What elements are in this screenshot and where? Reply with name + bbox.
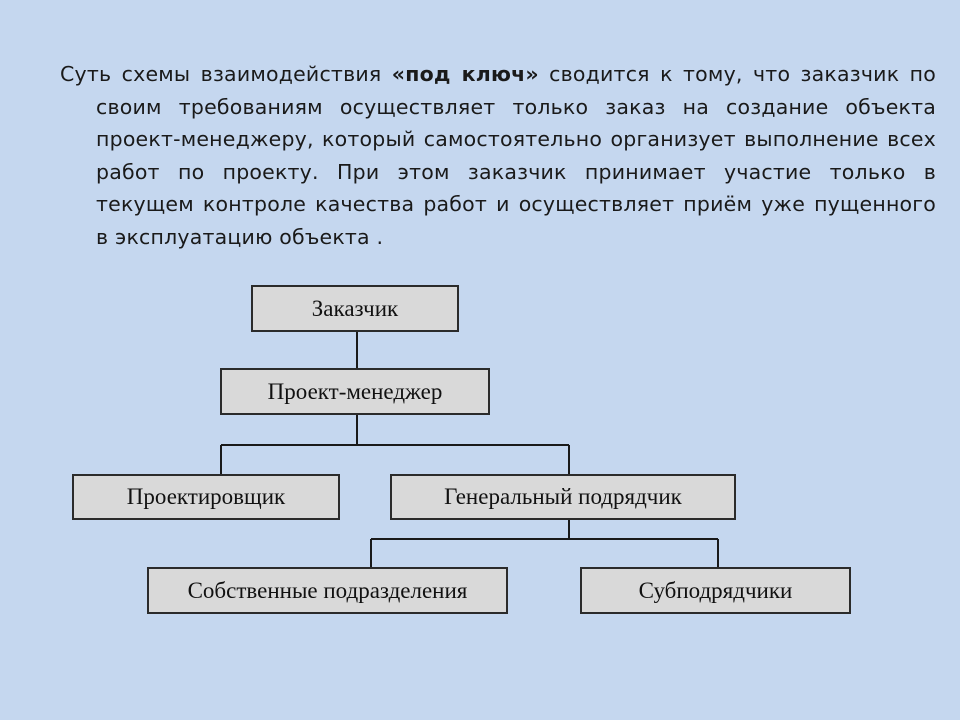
node-subcontractors: Субподрядчики: [580, 567, 851, 614]
description-paragraph: Суть схемы взаимодействия «под ключ» сво…: [60, 58, 936, 253]
node-own-divisions: Собственные подразделения: [147, 567, 508, 614]
node-customer: Заказчик: [251, 285, 459, 332]
text-prefix: Суть схемы взаимодействия: [60, 62, 392, 86]
node-designer: Проектировщик: [72, 474, 340, 520]
node-general-contractor: Генеральный подрядчик: [390, 474, 736, 520]
text-suffix: сводится к тому, что заказчик по своим т…: [96, 62, 936, 249]
text-highlight: «под ключ»: [391, 62, 539, 86]
node-project-manager: Проект-менеджер: [220, 368, 490, 415]
